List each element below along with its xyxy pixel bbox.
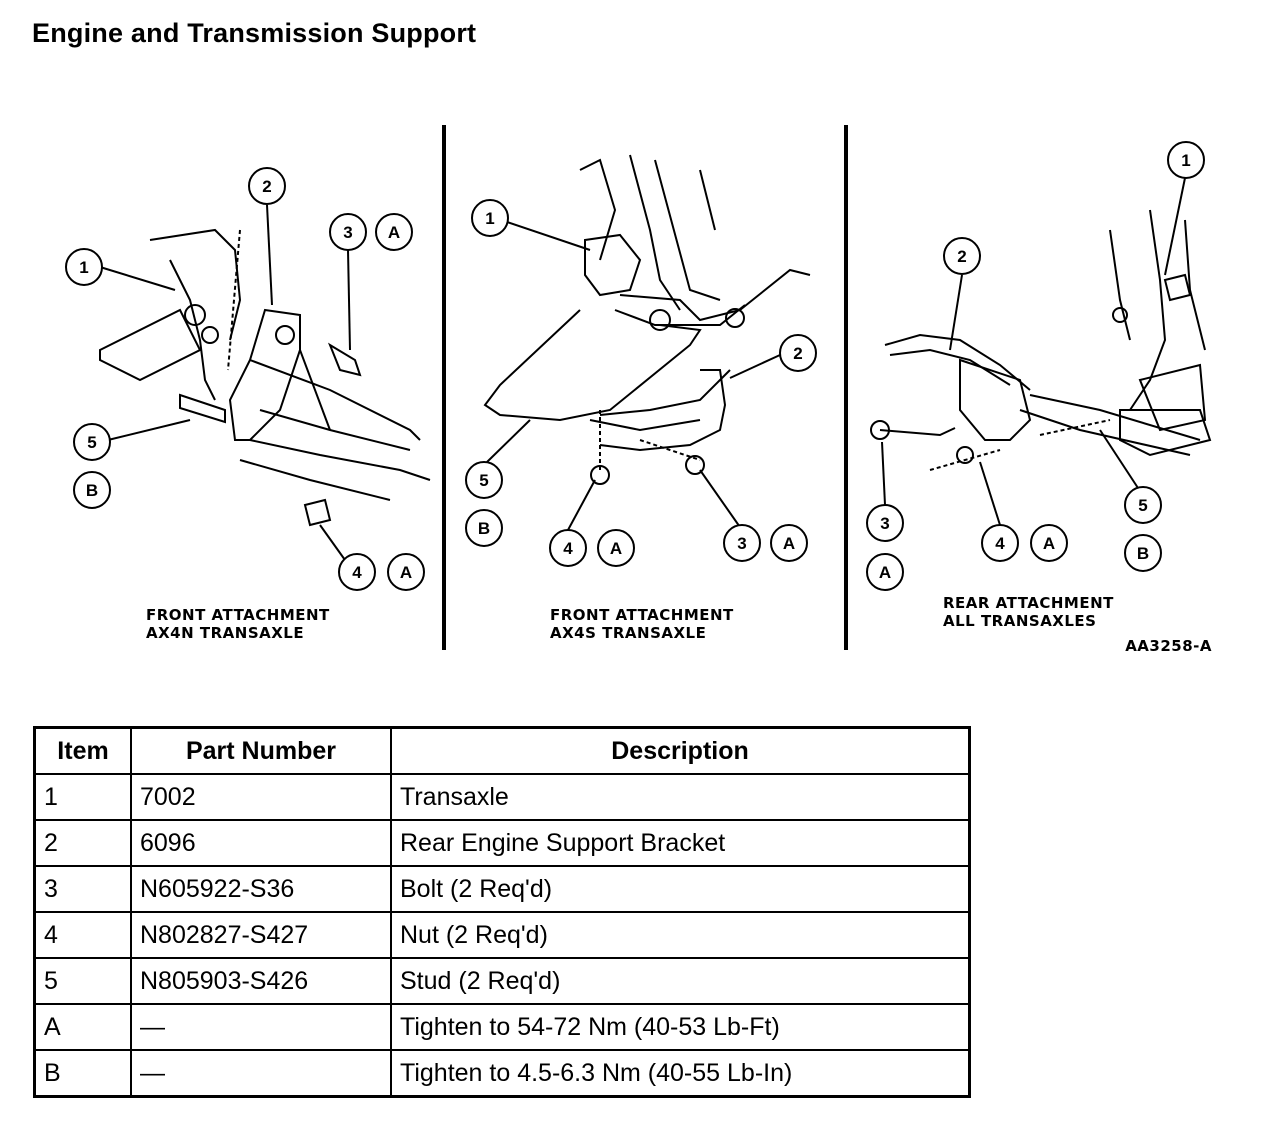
cell-description: Tighten to 54-72 Nm (40-53 Lb-Ft): [390, 1003, 971, 1051]
cell-item: B: [33, 1049, 132, 1098]
callout-label: 4: [995, 534, 1005, 553]
column-header-description: Description: [390, 726, 971, 775]
callout-label: 2: [262, 177, 271, 196]
callout-label: A: [400, 563, 412, 582]
callout-label: A: [783, 534, 795, 553]
callout-label: 3: [343, 223, 352, 242]
panel-3-drawing: [870, 209, 1212, 471]
callout-label: 5: [479, 471, 488, 490]
cell-description: Transaxle: [390, 773, 971, 821]
callout-label: 1: [79, 258, 88, 277]
cell-item: 5: [33, 957, 132, 1005]
callout-label: 1: [485, 209, 494, 228]
table-row: 1 7002 Transaxle: [33, 773, 971, 821]
figure-id: AA3258-A: [1125, 637, 1212, 655]
table-row: B — Tighten to 4.5-6.3 Nm (40-55 Lb-In): [33, 1049, 971, 1098]
table-row: 2 6096 Rear Engine Support Bracket: [33, 819, 971, 867]
illustration-svg: 1 2 3 A 5 B 4 A FRONT ATTACHMENT AX4N TR…: [65, 125, 1212, 655]
table-row: 3 N605922-S36 Bolt (2 Req'd): [33, 865, 971, 913]
cell-part-number: N805903-S426: [130, 957, 392, 1005]
callout-label: A: [879, 563, 891, 582]
callout-label: A: [1043, 534, 1055, 553]
callout-label: 3: [737, 534, 746, 553]
callout-label: 5: [87, 433, 96, 452]
callout-label: 4: [563, 539, 573, 558]
panel-1-leaders: [99, 204, 351, 561]
callout-label: B: [478, 519, 490, 538]
panel-2-caption-line2: AX4S TRANSAXLE: [550, 624, 706, 642]
column-header-item: Item: [33, 726, 132, 775]
cell-part-number: 6096: [130, 819, 392, 867]
cell-description: Bolt (2 Req'd): [390, 865, 971, 913]
panel-1-caption-line2: AX4N TRANSAXLE: [146, 624, 304, 642]
panel-2-leaders: [486, 221, 781, 531]
panel-1-callout-labels: 1 2 3 A 5 B 4 A: [79, 177, 412, 582]
cell-part-number: —: [130, 1049, 392, 1098]
panel-3-caption-line2: ALL TRANSAXLES: [943, 612, 1096, 630]
page-title: Engine and Transmission Support: [32, 18, 477, 48]
table-row: 4 N802827-S427 Nut (2 Req'd): [33, 911, 971, 959]
callout-label: 3: [880, 514, 889, 533]
callout-label: 5: [1138, 496, 1147, 515]
panel-3-callouts: [866, 141, 1205, 591]
cell-item: 2: [33, 819, 132, 867]
column-header-part-number: Part Number: [130, 726, 392, 775]
cell-part-number: N605922-S36: [130, 865, 392, 913]
cell-description: Stud (2 Req'd): [390, 957, 971, 1005]
panel-1-drawing: [99, 228, 431, 527]
panel-3-leaders: [881, 177, 1186, 526]
cell-item: A: [33, 1003, 132, 1051]
cell-part-number: —: [130, 1003, 392, 1051]
callout-label: A: [610, 539, 622, 558]
panel-2-callouts: [465, 199, 817, 567]
cell-part-number: N802827-S427: [130, 911, 392, 959]
cell-description: Nut (2 Req'd): [390, 911, 971, 959]
cell-description: Rear Engine Support Bracket: [390, 819, 971, 867]
table-row: A — Tighten to 54-72 Nm (40-53 Lb-Ft): [33, 1003, 971, 1051]
callout-label: 2: [793, 344, 802, 363]
callout-label: 4: [352, 563, 362, 582]
parts-table: Item Part Number Description 1 7002 Tran…: [33, 726, 971, 1098]
exploded-view-illustration: 1 2 3 A 5 B 4 A FRONT ATTACHMENT AX4N TR…: [0, 110, 1280, 670]
cell-part-number: 7002: [130, 773, 392, 821]
cell-item: 1: [33, 773, 132, 821]
cell-item: 4: [33, 911, 132, 959]
table-header-row: Item Part Number Description: [33, 726, 971, 775]
table-row: 5 N805903-S426 Stud (2 Req'd): [33, 957, 971, 1005]
panel-2-drawing: [483, 154, 811, 485]
panel-3-callout-labels: 1 2 3 A 4 A 5 B: [879, 151, 1191, 582]
cell-description: Tighten to 4.5-6.3 Nm (40-55 Lb-In): [390, 1049, 971, 1098]
callout-label: 2: [957, 247, 966, 266]
panel-3-caption-line1: REAR ATTACHMENT: [943, 594, 1114, 612]
callout-label: B: [1137, 544, 1149, 563]
callout-label: 1: [1181, 151, 1190, 170]
callout-label: A: [388, 223, 400, 242]
panel-2-caption-line1: FRONT ATTACHMENT: [550, 606, 734, 624]
panel-2-callout-labels: 1 2 5 B 4 A 3 A: [478, 209, 803, 558]
callout-label: B: [86, 481, 98, 500]
panel-1-caption-line1: FRONT ATTACHMENT: [146, 606, 330, 624]
cell-item: 3: [33, 865, 132, 913]
panel-1-callouts: [65, 167, 425, 591]
